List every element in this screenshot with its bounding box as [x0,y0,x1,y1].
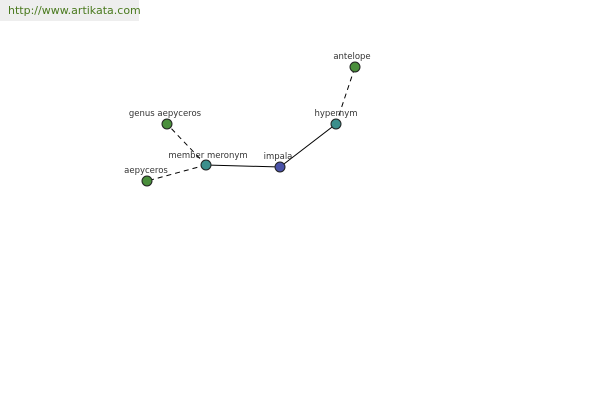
node-aepyceros[interactable]: aepyceros [124,166,168,187]
node-impala-dot[interactable] [274,161,286,173]
node-genus-aepyceros-label[interactable]: genus aepyceros [129,109,202,119]
edge-hypernym-antelope [335,66,356,125]
node-member-meronym-dot[interactable] [200,159,212,171]
node-genus-aepyceros[interactable]: genus aepyceros [129,109,202,130]
node-hypernym-dot[interactable] [330,118,342,130]
node-impala[interactable]: impala [264,152,293,173]
node-member-meronym-label[interactable]: member meronym [168,151,247,161]
edge-impala-hypernym [279,123,337,168]
node-member-meronym[interactable]: member meronym [168,151,248,171]
node-antelope[interactable]: antelope [333,52,371,73]
node-genus-aepyceros-dot[interactable] [161,118,173,130]
node-antelope-label[interactable]: antelope [333,52,370,62]
node-antelope-dot[interactable] [349,61,361,73]
node-aepyceros-label[interactable]: aepyceros [124,166,168,176]
edge-impala-member-meronym [205,164,281,168]
edge-member-meronym-aepyceros [146,164,207,182]
node-aepyceros-dot[interactable] [141,175,153,187]
edge-member-meronym-genus-aepyceros [166,123,207,166]
site-url-link[interactable]: http://www.artikata.com [8,4,141,17]
node-impala-label[interactable]: impala [264,152,293,162]
url-bar[interactable]: http://www.artikata.com [0,0,141,21]
node-hypernym[interactable]: hypernym [314,109,358,130]
node-hypernym-label[interactable]: hypernym [314,109,357,119]
edges [146,66,356,182]
